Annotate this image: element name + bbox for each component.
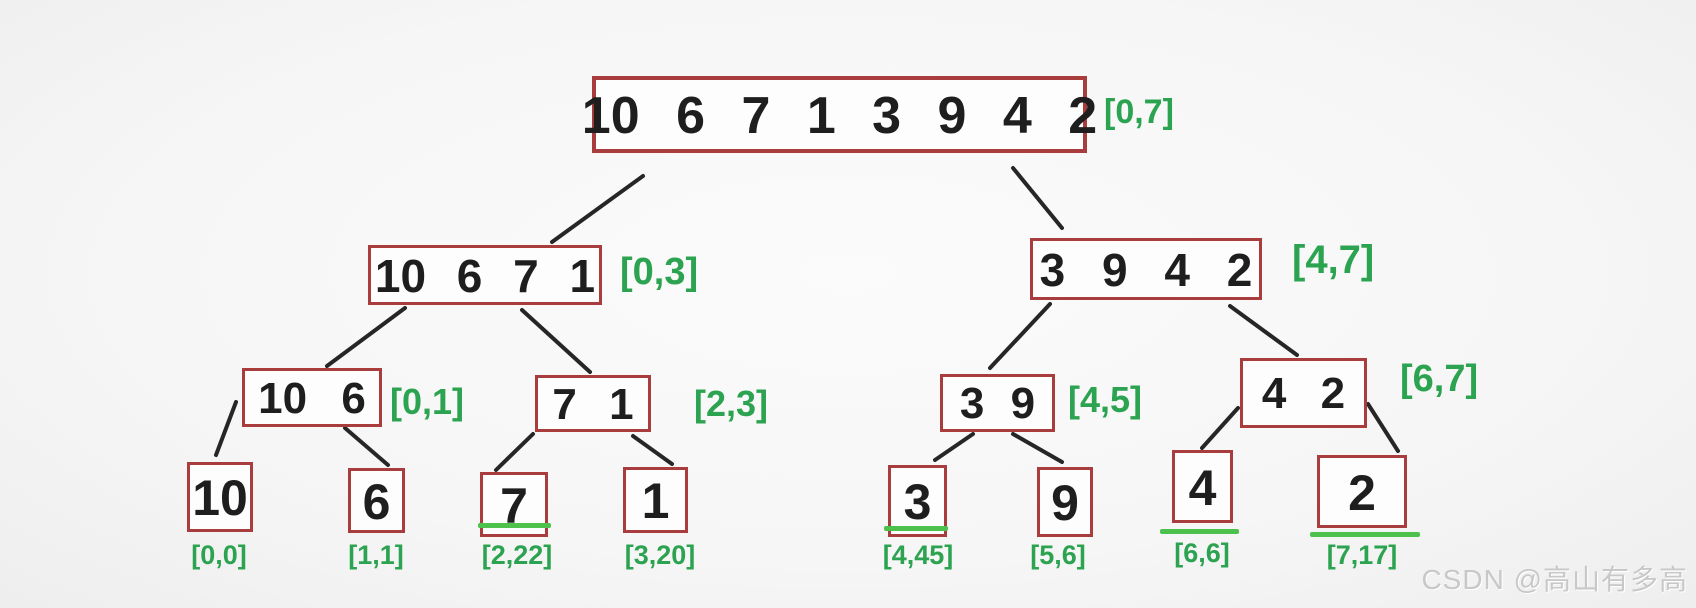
merge-underline-leaf2 <box>1310 532 1420 537</box>
leaf-value: 2 <box>1348 464 1376 521</box>
range-label-4-45: [4,45] <box>882 540 954 570</box>
leaf-node-1: 1 <box>623 467 688 533</box>
edge-rightright-leaf4 <box>1200 406 1240 450</box>
edge-rightleft-leaf9 <box>1011 432 1064 464</box>
edge-right-rightleft <box>988 302 1052 370</box>
range-label-0-7: [0,7] <box>1104 93 1174 131</box>
leaf-node-3: 3 <box>888 465 947 537</box>
range-label-5-6: [5,6] <box>1030 540 1086 570</box>
array-values: 4 2 <box>1261 369 1346 418</box>
edge-leftright-leaf1 <box>631 434 674 466</box>
leaf-node-9: 9 <box>1037 467 1093 537</box>
csdn-watermark: CSDN @高山有多高 <box>1421 564 1688 595</box>
array-node-2-3: 7 1 <box>535 375 651 432</box>
array-values: 3 9 <box>959 379 1036 428</box>
range-label-6-7: [6,7] <box>1400 358 1479 400</box>
leaf-value: 1 <box>641 473 670 529</box>
range-label-0-0: [0,0] <box>191 540 247 570</box>
range-label-0-3: [0,3] <box>620 251 699 293</box>
leaf-value: 9 <box>1051 475 1079 531</box>
edge-root-right <box>1011 166 1064 230</box>
edge-leftright-leaf7 <box>494 432 535 472</box>
leaf-node-10: 10 <box>187 462 253 532</box>
array-node-6-7: 4 2 <box>1240 358 1367 428</box>
range-label-2-22: [2,22] <box>481 540 553 570</box>
array-values: 3 9 4 2 <box>1039 244 1253 296</box>
range-label-0-1: [0,1] <box>390 381 465 422</box>
leaf-node-6: 6 <box>348 468 405 533</box>
array-node-4-7: 3 9 4 2 <box>1030 238 1262 300</box>
merge-underline-leaf3 <box>884 526 948 531</box>
array-node-4-5: 3 9 <box>940 374 1055 432</box>
merge-underline-leaf4 <box>1160 529 1239 534</box>
leaf-value: 10 <box>192 470 248 526</box>
range-label-4-5: [4,5] <box>1068 379 1143 420</box>
range-label-2-3: [2,3] <box>694 383 769 424</box>
edge-root-left <box>550 174 645 244</box>
array-node-0-7: 10 6 7 1 3 9 4 2 <box>582 76 1097 153</box>
edge-rightleft-leaf3 <box>933 432 975 462</box>
edge-right-rightright <box>1228 304 1299 357</box>
array-values: 10 6 7 1 3 9 4 2 <box>581 86 1098 145</box>
array-values: 7 1 <box>552 379 634 429</box>
range-label-6-6: [6,6] <box>1174 538 1230 568</box>
array-node-0-3: 10 6 7 1 <box>368 245 602 305</box>
array-node-0-1: 10 6 <box>242 368 382 427</box>
leaf-value: 6 <box>362 473 391 530</box>
edge-leftleft-leaf10 <box>214 400 238 457</box>
array-values: 10 6 7 1 <box>374 250 596 302</box>
range-label-4-7: [4,7] <box>1292 238 1375 282</box>
leaf-value: 7 <box>500 477 528 534</box>
merge-underline-leaf7 <box>478 523 551 528</box>
range-label-1-1: [1,1] <box>348 540 404 570</box>
edge-rightright-leaf2 <box>1366 402 1400 453</box>
range-label-3-20: [3,20] <box>624 540 696 570</box>
edge-leftleft-leaf6 <box>343 426 390 467</box>
leaf-value: 3 <box>903 474 932 530</box>
edge-left-leftright <box>520 308 592 374</box>
leaf-value: 4 <box>1188 459 1217 516</box>
range-label-7-17: [7,17] <box>1326 540 1398 570</box>
array-values: 10 6 <box>258 373 366 423</box>
edge-left-leftleft <box>325 306 407 368</box>
leaf-node-2: 2 <box>1317 455 1407 528</box>
leaf-node-4: 4 <box>1172 450 1233 523</box>
